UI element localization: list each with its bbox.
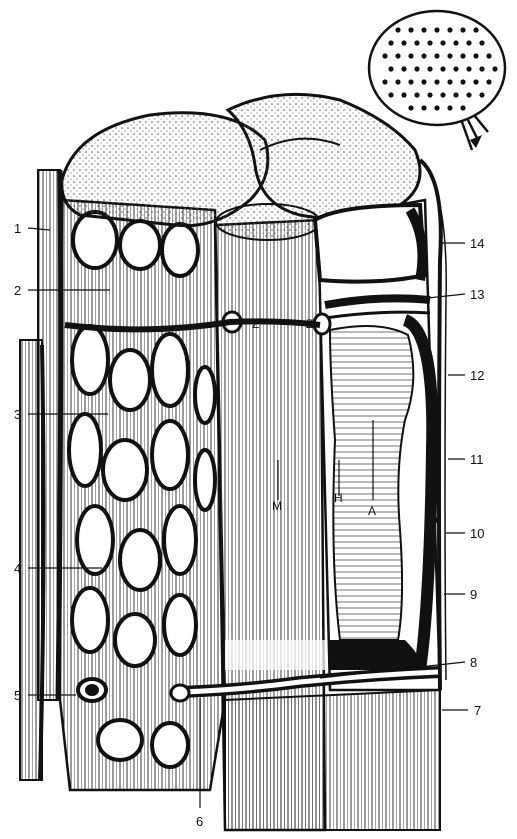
inset-filament-dot <box>447 105 452 110</box>
inset-filament-dot <box>453 40 458 45</box>
zone-a-label: A <box>368 504 376 518</box>
inset-filament-dot <box>473 79 478 84</box>
zone-z-label-right: Z <box>306 317 313 331</box>
reticulum-cell <box>110 350 150 410</box>
callout-8: 8 <box>470 655 477 670</box>
inset-filament-dot <box>434 53 439 58</box>
inset-filament-dot <box>408 79 413 84</box>
reticulum-cell <box>152 421 188 489</box>
inset-filament-dot <box>388 40 393 45</box>
callout-1: 1 <box>14 221 21 236</box>
inset-filament-dot <box>447 79 452 84</box>
inset-filament-dot <box>414 92 419 97</box>
inset-filament-dot <box>421 53 426 58</box>
reticulum-cell <box>152 723 188 767</box>
callout-5: 5 <box>14 688 21 703</box>
inset-filament-dot <box>421 79 426 84</box>
inset-filament-dot <box>382 79 387 84</box>
reticulum-cell <box>195 367 215 423</box>
inset-filament-dot <box>460 79 465 84</box>
inset-filament-dot <box>473 53 478 58</box>
inset-filament-dot <box>421 27 426 32</box>
inset-filament-dot <box>395 27 400 32</box>
reticulum-cell <box>120 221 160 269</box>
inset-filament-dot <box>453 92 458 97</box>
inset-filament-dot <box>479 66 484 71</box>
inset-filament-dot <box>479 92 484 97</box>
inset-filament-dot <box>401 40 406 45</box>
reticulum-cell <box>72 326 108 394</box>
inset-filament-dot <box>466 40 471 45</box>
inset-filament-dot <box>434 27 439 32</box>
reticulum-cell <box>115 614 155 666</box>
inset-filament-dot <box>395 79 400 84</box>
reticulum-cell <box>164 595 196 655</box>
inset-filament-dot <box>486 53 491 58</box>
callout-10: 10 <box>470 526 484 541</box>
inset-filament-dot <box>408 105 413 110</box>
callout-6: 6 <box>196 814 203 829</box>
inset-filament-dot <box>466 92 471 97</box>
inset-filament-dot <box>414 66 419 71</box>
inset-filament-dot <box>460 27 465 32</box>
inset-filament-dot <box>440 40 445 45</box>
inset-filament-dot <box>492 66 497 71</box>
right-myofibril <box>315 200 440 690</box>
reticulum-cell <box>152 334 188 406</box>
inset-filament-dot <box>447 53 452 58</box>
zone-z-label-left: Z <box>252 317 259 331</box>
reticulum-cell <box>164 506 196 574</box>
inset-filament-dot <box>473 27 478 32</box>
left-fibre-columns <box>20 170 61 780</box>
inset-filament-dot <box>434 105 439 110</box>
inset-filament-dot <box>427 40 432 45</box>
inset-filament-dot <box>414 40 419 45</box>
callout-2: 2 <box>14 283 21 298</box>
callout-4: 4 <box>14 561 21 576</box>
inset-filament-dot <box>388 92 393 97</box>
inset-filament-dot <box>447 27 452 32</box>
inset-filament-dot <box>408 27 413 32</box>
inset-filament-dot <box>421 105 426 110</box>
reticulum-cell <box>98 720 142 760</box>
center-top-cap <box>228 94 420 218</box>
callout-3: 3 <box>14 407 21 422</box>
reticulum-cell <box>103 440 147 500</box>
inset-filament-dot <box>460 53 465 58</box>
inset-filament-dot <box>427 66 432 71</box>
callout-11: 11 <box>470 452 484 467</box>
inset-filament-dot <box>401 92 406 97</box>
reticulum-cell <box>72 588 108 652</box>
reticulum-cell <box>77 506 113 574</box>
zone-h-label: H <box>334 491 343 505</box>
inset-filament-dot <box>401 66 406 71</box>
callout-7: 7 <box>474 703 481 718</box>
inset-filament-dot <box>408 53 413 58</box>
reticulum-cell <box>69 414 101 486</box>
reticulum-cell <box>162 224 198 276</box>
callout-14: 14 <box>470 236 484 251</box>
inset-filament-dot <box>460 105 465 110</box>
reticulum-cell <box>195 450 215 510</box>
inset-filament-dot <box>479 40 484 45</box>
callout-12: 12 <box>470 368 484 383</box>
inset-filament-dot <box>388 66 393 71</box>
inset-filament-dot <box>440 66 445 71</box>
inset-filament-dot <box>427 92 432 97</box>
callout-13: 13 <box>470 287 484 302</box>
reticulum-cell <box>120 530 160 590</box>
inset-filament-dot <box>440 92 445 97</box>
inset-filament-dot <box>453 66 458 71</box>
zone-m-label: M <box>272 499 282 513</box>
callout-9: 9 <box>470 587 477 602</box>
inset-filament-dot <box>486 79 491 84</box>
inset-filament-dot <box>466 66 471 71</box>
t-tubule-bottom <box>180 672 440 830</box>
reticulum-cell <box>73 212 117 268</box>
inset-filament-dot <box>395 53 400 58</box>
inset-filament-dot <box>434 79 439 84</box>
inset-filament-dot <box>382 53 387 58</box>
